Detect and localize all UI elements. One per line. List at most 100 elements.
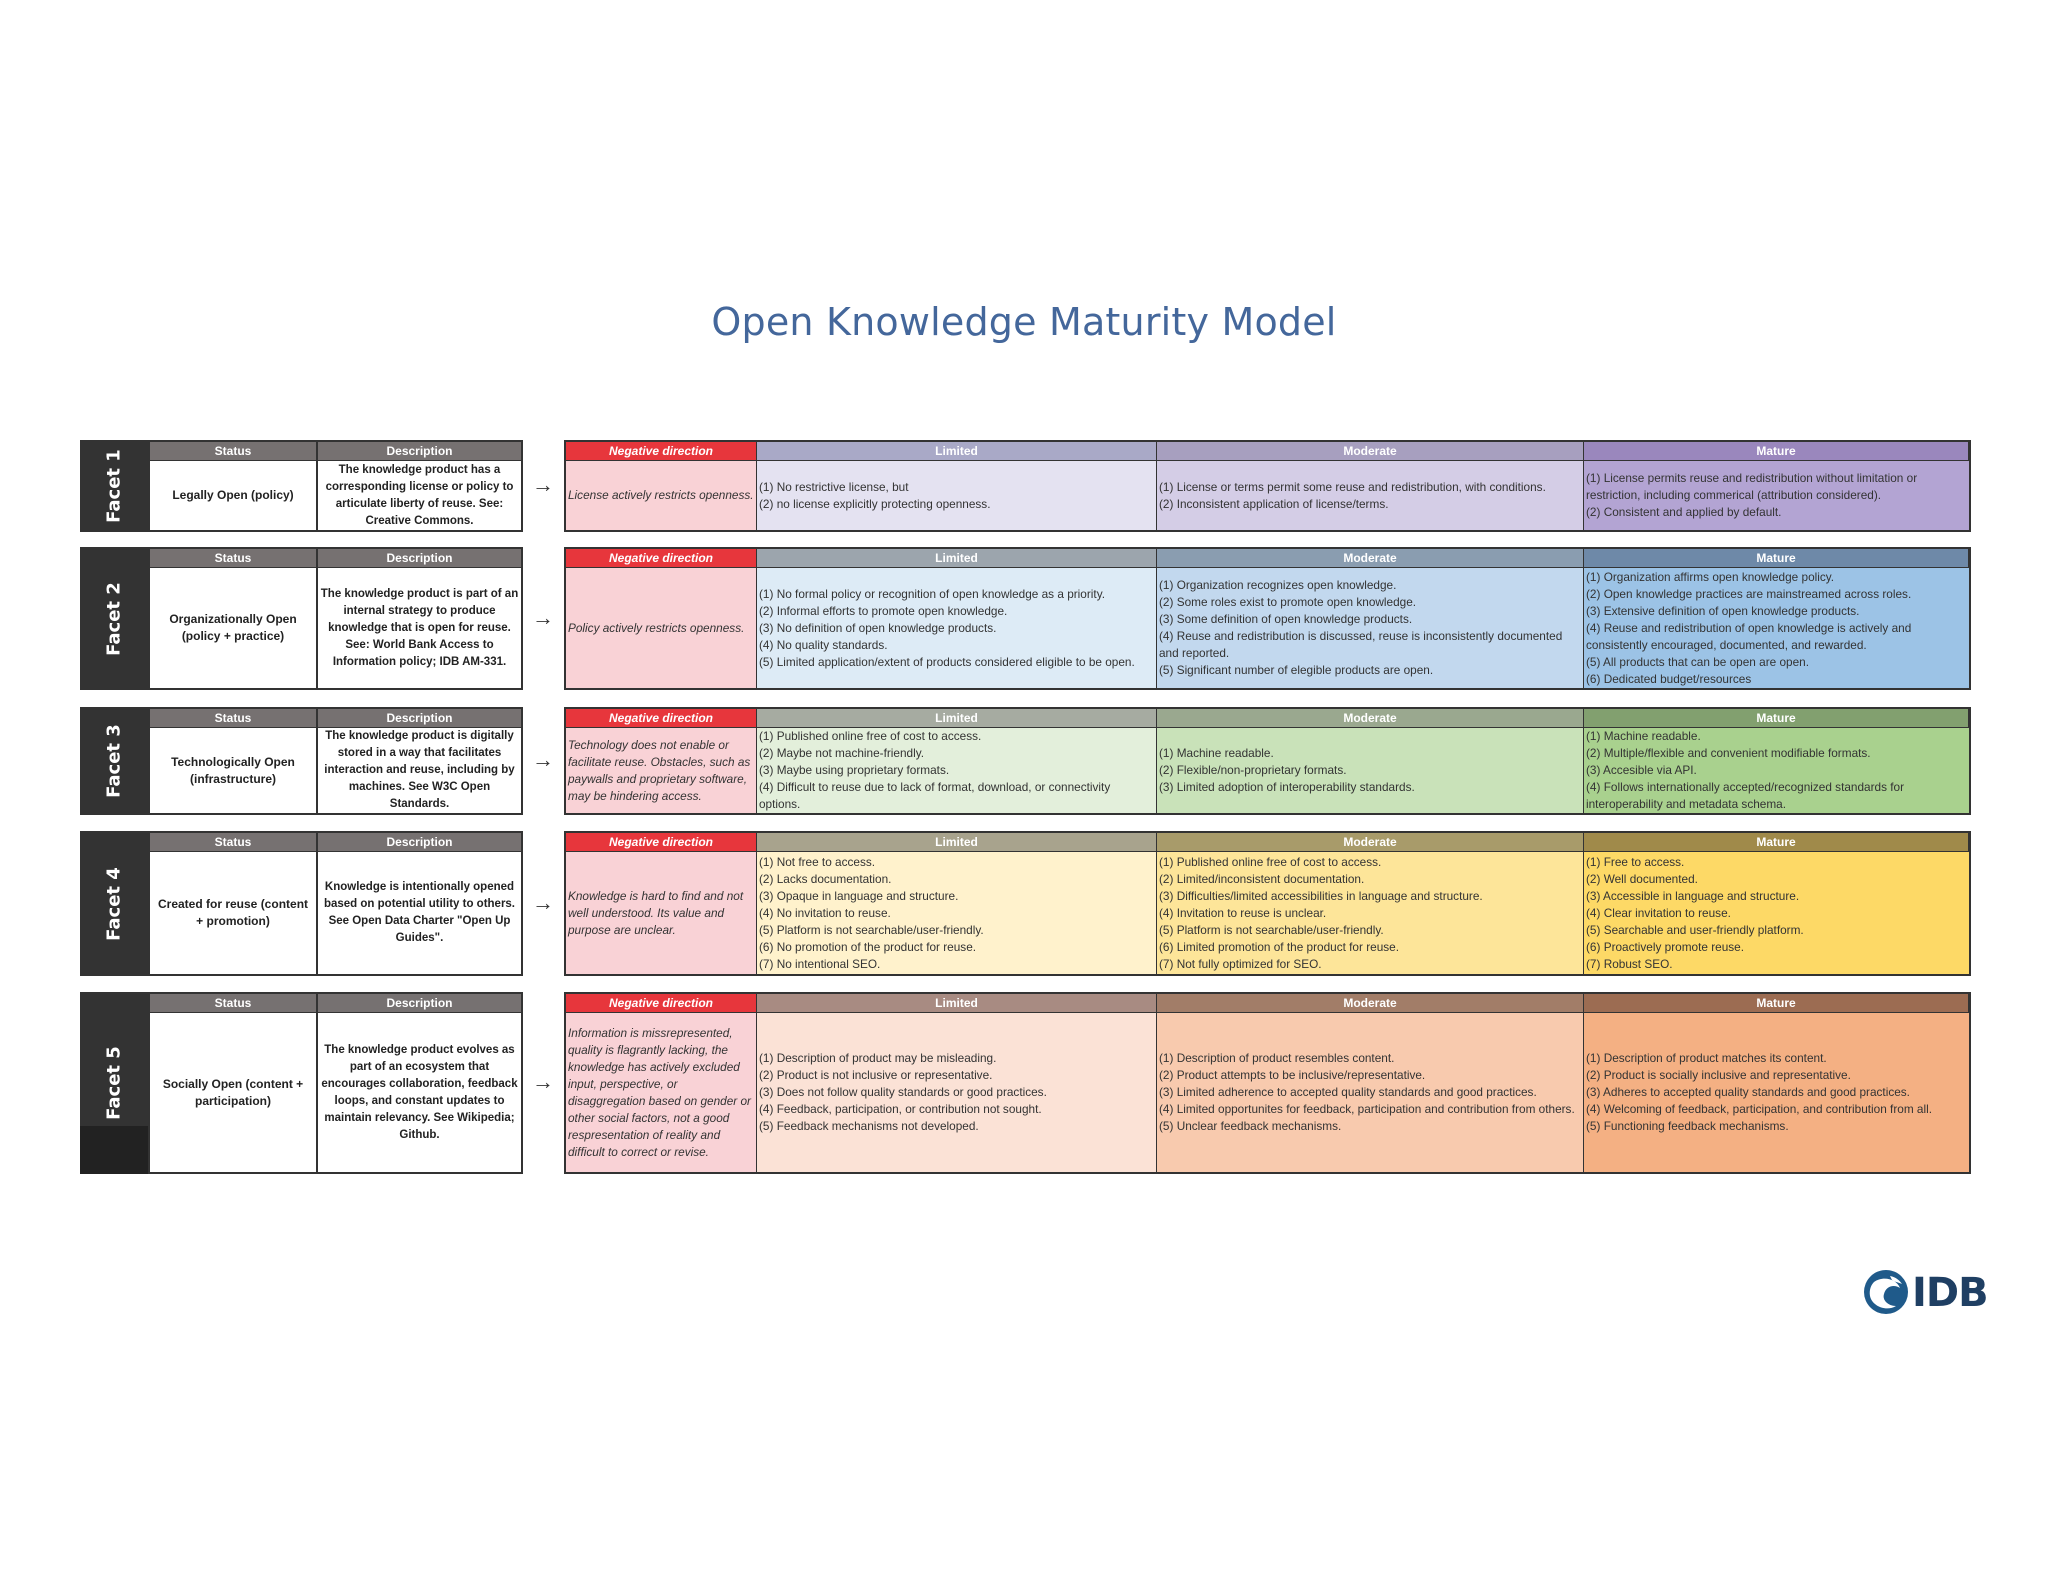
mature-item: (1) Free to access.	[1586, 854, 1685, 869]
moderate-cell: (1) Organization recognizes open knowled…	[1157, 568, 1584, 688]
limited-cell: (1) No restrictive license, but (2) no li…	[757, 461, 1157, 530]
negative-text: Technology does not enable or facilitate…	[568, 737, 751, 803]
status-header: Status	[150, 709, 318, 728]
limited-item: (3) No definition of open knowledge prod…	[759, 620, 997, 635]
moderate-item: (5) Unclear feedback mechanisms.	[1159, 1119, 1342, 1133]
facet-label: Facet 5	[80, 992, 148, 1174]
mature-item: (5) Searchable and user-friendly platfor…	[1586, 922, 1804, 937]
negative-cell: Information is missrepresented, quality …	[566, 1013, 757, 1172]
description-header: Description	[318, 442, 521, 461]
arrow-icon: →	[532, 1069, 554, 1094]
mature-item: (6) Dedicated budget/resources	[1586, 671, 1752, 686]
facet-label: Facet 4	[80, 831, 148, 976]
mature-item: (4) Welcoming of feedback, participation…	[1586, 1102, 1932, 1116]
mature-header: Mature	[1584, 833, 1969, 852]
facet-label: Facet 3	[80, 707, 148, 815]
status-header: Status	[150, 442, 318, 461]
mature-item: (3) Adheres to accepted quality standard…	[1586, 1085, 1910, 1099]
limited-header: Limited	[757, 549, 1157, 568]
arrow-icon: →	[532, 747, 554, 772]
facet-label-text: Facet 2	[103, 581, 125, 656]
moderate-item: (2) Flexible/non-proprietary formats.	[1159, 763, 1347, 777]
maturity-table: Negative direction Limited Moderate Matu…	[564, 707, 1971, 815]
limited-cell: (1) No formal policy or recognition of o…	[757, 568, 1157, 688]
moderate-item: (2) Inconsistent application of license/…	[1159, 496, 1389, 511]
limited-cell: (1) Not free to access.(2) Lacks documen…	[757, 852, 1157, 974]
moderate-item: (1) License or terms permit some reuse a…	[1159, 479, 1546, 494]
mature-cell: (1) Free to access.(2) Well documented.(…	[1584, 852, 1969, 974]
mature-cell: (1) Machine readable.(2) Multiple/flexib…	[1584, 728, 1969, 813]
maturity-table: Negative direction Limited Moderate Matu…	[564, 992, 1971, 1174]
negative-text: Knowledge is hard to find and not well u…	[568, 888, 744, 937]
facet-row: Facet 3 Status Description Technological…	[80, 707, 1971, 815]
moderate-header: Moderate	[1157, 709, 1584, 728]
moderate-item: (6) Limited promotion of the product for…	[1159, 939, 1399, 954]
maturity-table: Negative direction Limited Moderate Matu…	[564, 831, 1971, 976]
facet-label-text: Facet 3	[103, 724, 125, 798]
mature-header: Mature	[1584, 549, 1969, 568]
limited-item: (4) Difficult to reuse due to lack of fo…	[759, 780, 1111, 811]
description-cell: The knowledge product is digitally store…	[324, 730, 515, 810]
limited-item: (7) No intentional SEO.	[759, 956, 881, 971]
limited-item: (2) Maybe not machine-friendly.	[759, 746, 925, 760]
limited-item: (1) No restrictive license, but	[759, 479, 909, 494]
mature-item: (1) Description of product matches its c…	[1586, 1051, 1827, 1065]
status-description-table: Status Description Technologically Open …	[148, 707, 523, 815]
mature-cell: (1) Description of product matches its c…	[1584, 1013, 1969, 1172]
arrow-icon: →	[532, 604, 554, 630]
moderate-item: (4) Reuse and redistribution is discusse…	[1159, 629, 1563, 660]
moderate-cell: (1) Published online free of cost to acc…	[1157, 852, 1584, 974]
negative-cell: License actively restricts openness.	[566, 461, 757, 530]
limited-item: (3) Does not follow quality standards or…	[759, 1085, 1047, 1099]
negative-text: License actively restricts openness.	[568, 488, 754, 502]
maturity-table: Negative direction Limited Moderate Matu…	[564, 547, 1971, 690]
status-header: Status	[150, 549, 318, 568]
arrow-icon: →	[532, 889, 554, 915]
moderate-item: (1) Published online free of cost to acc…	[1159, 854, 1382, 869]
negative-cell: Policy actively restricts openness.	[566, 568, 757, 688]
status-cell: Technologically Open (infrastructure)	[150, 728, 318, 813]
mature-item: (1) License permits reuse and redistribu…	[1586, 471, 1918, 502]
mature-item: (1) Organization affirms open knowledge …	[1586, 569, 1835, 584]
moderate-item: (3) Difficulties/limited accessibilities…	[1159, 888, 1483, 903]
status-description-table: Status Description Organizationally Open…	[148, 547, 523, 690]
mature-item: (2) Multiple/flexible and convenient mod…	[1586, 746, 1871, 760]
facet-label: Facet 2	[80, 547, 148, 690]
limited-item: (2) no license explicitly protecting ope…	[759, 496, 991, 511]
negative-header: Negative direction	[566, 994, 757, 1013]
mature-item: (3) Extensive definition of open knowled…	[1586, 603, 1860, 618]
moderate-item: (1) Description of product resembles con…	[1159, 1051, 1395, 1065]
limited-item: (1) Not free to access.	[759, 854, 876, 869]
negative-text: Policy actively restricts openness.	[568, 620, 745, 635]
limited-cell: (1) Description of product may be mislea…	[757, 1013, 1157, 1172]
description-header: Description	[318, 549, 521, 568]
mature-item: (5) Functioning feedback mechanisms.	[1586, 1119, 1789, 1133]
negative-header: Negative direction	[566, 442, 757, 461]
moderate-item: (5) Significant number of elegible produ…	[1159, 663, 1434, 677]
limited-item: (5) Feedback mechanisms not developed.	[759, 1119, 979, 1133]
facet-row: Facet 5 Status Description Socially Open…	[80, 992, 1971, 1174]
limited-header: Limited	[757, 994, 1157, 1013]
moderate-item: (3) Limited adherence to accepted qualit…	[1159, 1085, 1537, 1099]
status-description-table: Status Description Created for reuse (co…	[148, 831, 523, 976]
moderate-item: (2) Limited/inconsistent documentation.	[1159, 871, 1365, 886]
mature-item: (2) Product is socially inclusive and re…	[1586, 1068, 1851, 1082]
mature-item: (7) Robust SEO.	[1586, 956, 1673, 971]
moderate-header: Moderate	[1157, 994, 1584, 1013]
moderate-item: (4) Invitation to reuse is unclear.	[1159, 905, 1327, 920]
negative-cell: Knowledge is hard to find and not well u…	[566, 852, 757, 974]
arrow-icon: →	[532, 472, 554, 497]
description-cell: The knowledge product has a correspondin…	[325, 463, 514, 527]
facet-row: Facet 4 Status Description Created for r…	[80, 831, 1971, 976]
mature-item: (4) Clear invitation to reuse.	[1586, 905, 1731, 920]
mature-item: (5) All products that can be open are op…	[1586, 654, 1809, 669]
limited-header: Limited	[757, 709, 1157, 728]
logo-text: IDB	[1912, 1270, 1989, 1316]
moderate-header: Moderate	[1157, 833, 1584, 852]
status-header: Status	[150, 833, 318, 852]
description-cell: Knowledge is intentionally opened based …	[323, 881, 516, 944]
globe-icon	[1864, 1270, 1908, 1314]
moderate-item: (1) Organization recognizes open knowled…	[1159, 578, 1397, 592]
facet-label-text: Facet 1	[103, 449, 125, 523]
moderate-item: (5) Platform is not searchable/user-frie…	[1159, 922, 1384, 937]
